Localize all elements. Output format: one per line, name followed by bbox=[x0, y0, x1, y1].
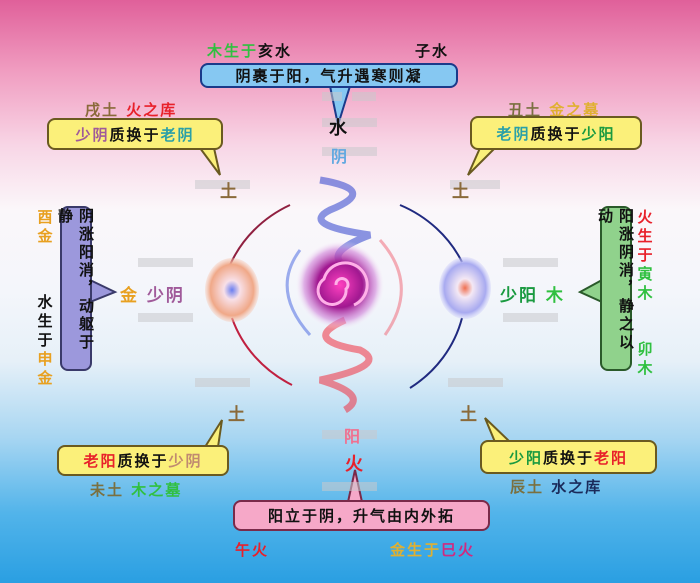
metal-char: 金 bbox=[120, 286, 139, 306]
trigram-bar bbox=[503, 258, 558, 267]
label-part: 寅木 bbox=[637, 265, 653, 302]
bubble-part: 少阴 bbox=[168, 452, 203, 470]
earth-char: 土 bbox=[460, 405, 479, 425]
right-orb bbox=[439, 257, 491, 319]
bubble-part: 少阴 bbox=[75, 125, 110, 144]
bottom-left-label: 午火 bbox=[235, 541, 270, 559]
top-left-bubble-tail bbox=[198, 147, 221, 176]
left-top-label: 酉金 bbox=[37, 208, 53, 245]
trigram-bar bbox=[352, 92, 376, 101]
central-spiral bbox=[295, 240, 385, 330]
top-right-bubble: 老阴质换于少阳 bbox=[470, 116, 642, 150]
top-right-label: 丑土 金之墓 bbox=[508, 99, 600, 120]
water-char: 水 bbox=[329, 118, 349, 139]
top-left-label: 木生于亥水 bbox=[207, 40, 292, 61]
bubble-part: 质换于 bbox=[117, 452, 169, 470]
earth-char: 土 bbox=[220, 182, 239, 202]
bottom-left-bubble-tail bbox=[203, 419, 223, 448]
bottom-bubble: 阳立于阴，升气由内外拓 bbox=[233, 500, 490, 531]
trigram-bar bbox=[322, 147, 377, 156]
top-right-label: 子水 bbox=[415, 42, 450, 60]
top-left-label: 戌土 火之库 bbox=[85, 99, 177, 120]
top-left-bubble: 少阴质换于老阴 bbox=[47, 118, 223, 150]
top-right-bubble-tail bbox=[467, 147, 498, 176]
trigram-bar bbox=[138, 313, 193, 322]
earth-char: 土 bbox=[228, 405, 247, 425]
outer-ring-bottom-left bbox=[231, 317, 293, 386]
outer-ring-bottom-right bbox=[409, 317, 463, 389]
trigram-bar bbox=[322, 118, 377, 127]
yang-char: 阳 bbox=[344, 427, 363, 446]
label-part: 火生于 bbox=[637, 208, 653, 264]
label-part: 木生于 bbox=[207, 42, 259, 60]
inner-arc-right bbox=[378, 239, 403, 336]
trigram-bar bbox=[138, 258, 193, 267]
label-part: 亥水 bbox=[258, 42, 293, 60]
bottom-left-bubble: 老阳质换于少阴 bbox=[57, 445, 229, 476]
wood-char: 木 bbox=[545, 286, 565, 306]
label-part: 火之库 bbox=[126, 101, 178, 119]
trigram-bar bbox=[450, 180, 500, 189]
bottom-left-label: 未土 木之墓 bbox=[90, 479, 182, 500]
shaoyin-label: 少阴 bbox=[146, 286, 185, 306]
trigram-bar bbox=[322, 482, 377, 491]
label-part: 水之库 bbox=[551, 478, 603, 496]
label-part: 巳火 bbox=[441, 541, 476, 559]
bottom-right-bubble: 少阳质换于老阳 bbox=[480, 440, 657, 474]
label-part: 申金 bbox=[37, 350, 53, 387]
trigram-bar bbox=[195, 180, 250, 189]
left-bottom-label: 水生于申金 bbox=[36, 293, 54, 388]
outer-ring-top-left bbox=[229, 204, 291, 266]
outer-ring-top-right bbox=[399, 204, 463, 263]
bottom-right-bubble-tail bbox=[484, 417, 513, 443]
label-part: 辰土 bbox=[510, 478, 545, 496]
trigram-bar bbox=[195, 378, 250, 387]
label-part: 木之墓 bbox=[131, 481, 183, 499]
label-part: 戌土 bbox=[85, 101, 120, 119]
label-part: 金生于 bbox=[390, 541, 442, 559]
fire-char: 火 bbox=[345, 454, 365, 475]
left-orb bbox=[205, 258, 259, 322]
right-bubble: 阳涨阴消，静之以动 bbox=[596, 206, 635, 371]
red-wave bbox=[318, 316, 373, 414]
bubble-part: 老阳 bbox=[594, 448, 629, 467]
bubble-part: 老阴 bbox=[160, 125, 195, 144]
yin-char: 阴 bbox=[331, 147, 350, 166]
bottom-right-label: 辰土 水之库 bbox=[510, 476, 602, 497]
bubble-part: 质换于 bbox=[530, 124, 582, 143]
bubble-part: 质换于 bbox=[109, 125, 161, 144]
right-top-label: 火生于寅木 bbox=[636, 208, 654, 303]
bubble-part: 少阳 bbox=[508, 448, 543, 467]
shaoyang-label: 少阳 bbox=[500, 286, 538, 306]
earth-char: 土 bbox=[452, 182, 471, 202]
trigram-bar bbox=[503, 313, 558, 322]
right-label: 少阳 木 bbox=[500, 281, 565, 306]
trigram-bar bbox=[448, 378, 503, 387]
bubble-part: 老阳 bbox=[83, 452, 118, 470]
spiral-line bbox=[316, 261, 369, 307]
label-part: 金之墓 bbox=[549, 101, 601, 119]
inner-arc-left bbox=[285, 249, 312, 336]
trigram-bar bbox=[322, 430, 377, 439]
bubble-part: 老阴 bbox=[496, 124, 531, 143]
label-part: 水生于 bbox=[37, 293, 53, 349]
bubble-part: 少阳 bbox=[581, 124, 616, 143]
left-bubble: 阴涨阳消，动躯于静 bbox=[56, 206, 95, 371]
left-label: 金 少阴 bbox=[120, 281, 185, 306]
label-part: 未土 bbox=[90, 481, 125, 499]
trigram-bar bbox=[322, 92, 342, 101]
label-part: 丑土 bbox=[508, 101, 543, 119]
bubble-part: 质换于 bbox=[542, 448, 594, 467]
right-bottom-label: 卯木 bbox=[637, 340, 653, 377]
bottom-right-label: 金生于巳火 bbox=[390, 539, 475, 560]
top-bubble: 阴裹于阳，气升遇寒则凝 bbox=[200, 63, 458, 88]
